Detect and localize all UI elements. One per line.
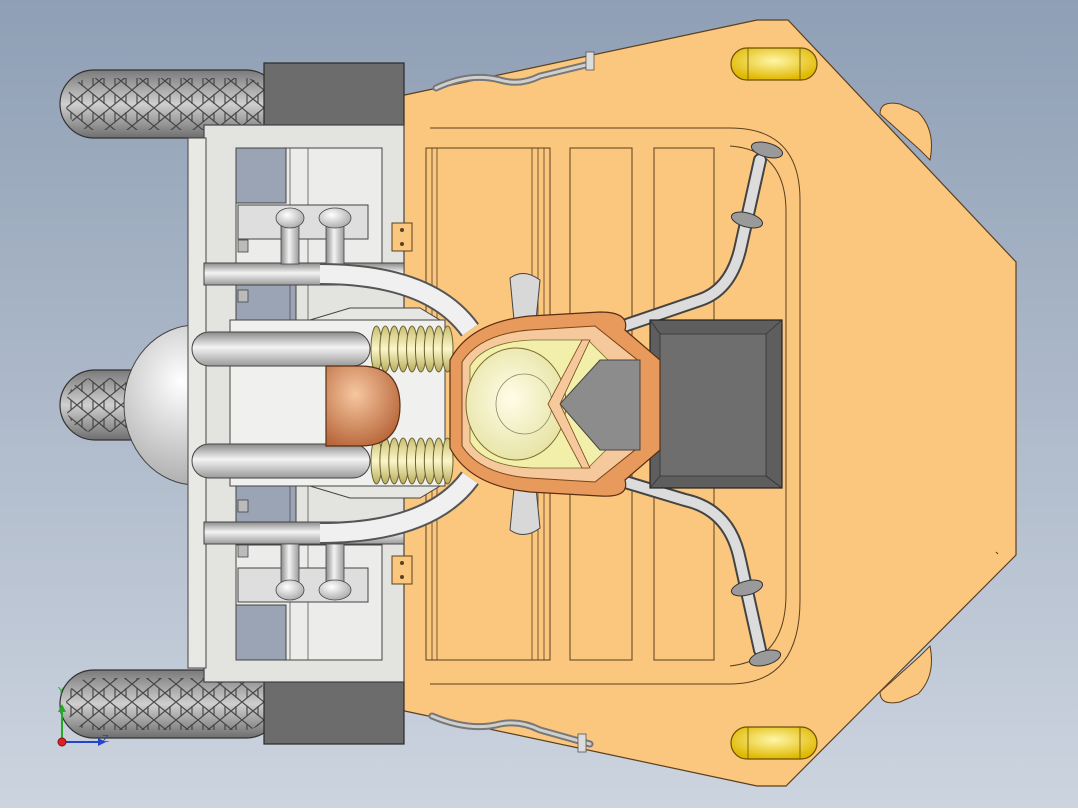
- brake-lever-top[interactable]: [432, 51, 595, 92]
- brake-lever-bottom[interactable]: [428, 712, 594, 753]
- coil-spring-top[interactable]: [370, 325, 454, 373]
- axis-y-label: Y: [58, 686, 65, 697]
- coil-spring-bottom[interactable]: [370, 437, 454, 485]
- seat-box[interactable]: [649, 319, 783, 489]
- headlight-cowl[interactable]: [449, 311, 661, 497]
- fork-arch[interactable]: [319, 263, 479, 544]
- hinge-plate-top[interactable]: [391, 222, 413, 252]
- bolt-posts-bottom[interactable]: [275, 543, 352, 601]
- bolt-posts-top[interactable]: [275, 207, 352, 265]
- copper-hub-cap[interactable]: [325, 365, 401, 447]
- tire-bottom[interactable]: [59, 669, 281, 739]
- rear-lamp-bottom[interactable]: [730, 726, 818, 760]
- mirror-stalk-bottom[interactable]: [509, 487, 541, 535]
- shock-tube-top[interactable]: [191, 331, 371, 367]
- hinge-plate-bottom[interactable]: [391, 555, 413, 585]
- mirror-stalk-top[interactable]: [509, 273, 541, 321]
- shock-tube-bottom[interactable]: [191, 443, 371, 479]
- axis-triad: [57, 704, 106, 747]
- rear-lamp-top[interactable]: [730, 47, 818, 81]
- handlebar[interactable]: [605, 139, 784, 669]
- axis-z-label: Z: [102, 734, 109, 745]
- tire-top[interactable]: [59, 69, 281, 139]
